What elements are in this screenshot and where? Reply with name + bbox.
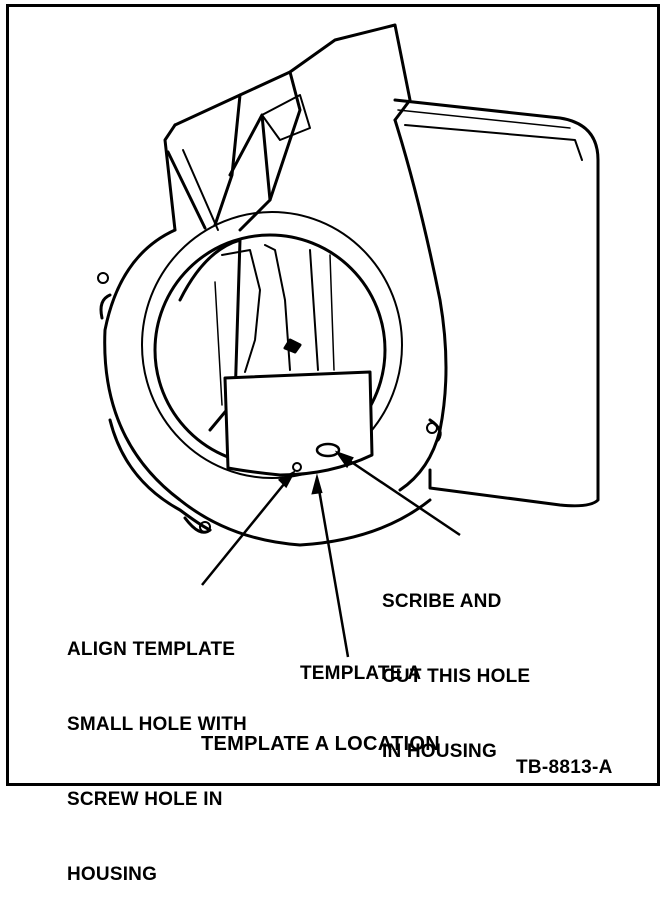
callout-scribe-line: IN HOUSING [382, 741, 497, 762]
housing-rear-box [393, 98, 600, 508]
template-cut-hole [315, 442, 341, 458]
figure-frame [6, 4, 660, 786]
template-a [223, 370, 374, 477]
callout-scribe-line: SCRIBE AND [382, 591, 502, 612]
figure-id: TB-8813-A [516, 757, 613, 778]
leader-align [201, 472, 294, 586]
callout-align-line: ALIGN TEMPLATE [67, 639, 236, 660]
leader-template [315, 477, 350, 658]
callout-scribe: SCRIBE AND CUT THIS HOLE IN HOUSING [382, 539, 530, 789]
callout-align-line: HOUSING [67, 864, 158, 885]
callout-align-line: SMALL HOLE WITH [67, 714, 247, 735]
blower-housing-illustration [97, 23, 600, 658]
callout-align-line: SCREW HOLE IN [67, 789, 223, 810]
figure-caption: TEMPLATE A LOCATION [201, 733, 441, 755]
scroll-housing-outer [103, 228, 432, 547]
callout-template: TEMPLATE A [300, 663, 422, 684]
duct-outlet [288, 23, 412, 122]
callout-scribe-line: CUT THIS HOLE [382, 666, 531, 687]
leader-scribe [337, 451, 461, 537]
template-small-hole [292, 462, 302, 472]
